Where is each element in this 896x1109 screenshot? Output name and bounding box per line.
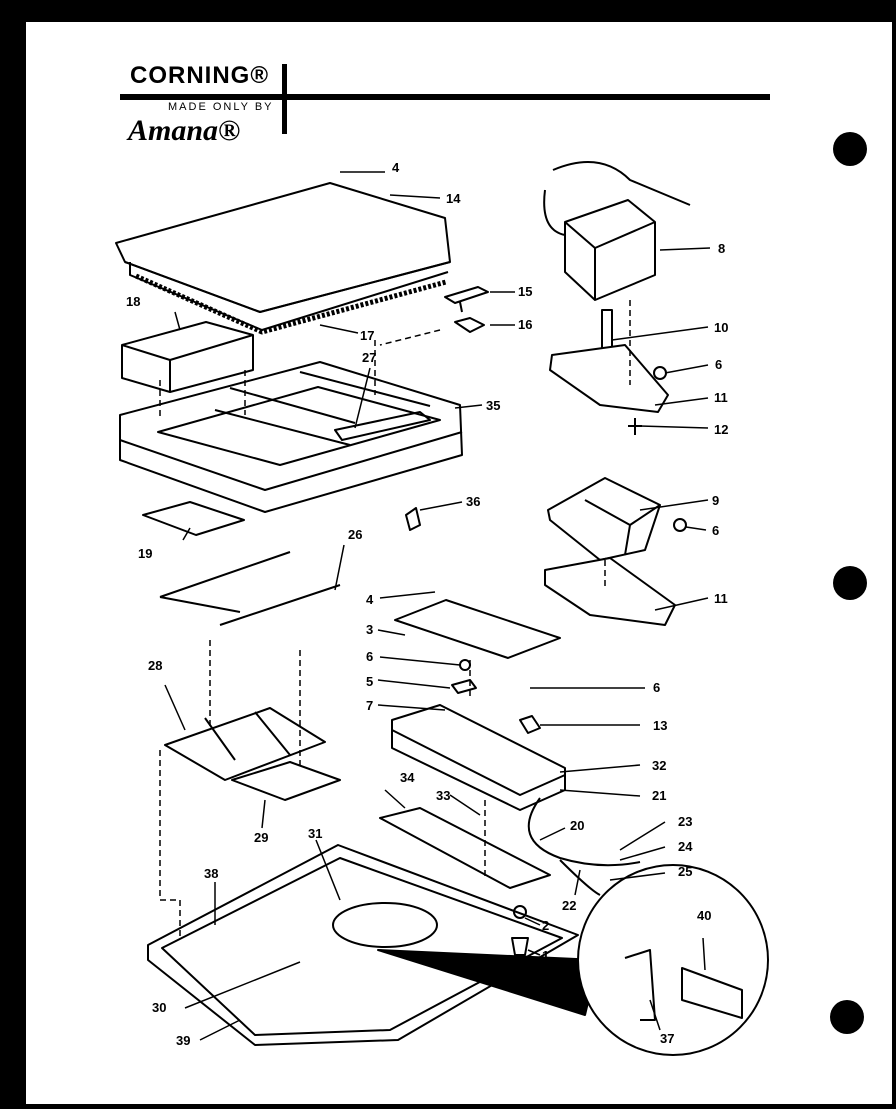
callout-17: 17 bbox=[360, 328, 374, 343]
callout-9: 9 bbox=[712, 493, 719, 508]
header-divider bbox=[282, 64, 287, 134]
callout-19: 19 bbox=[138, 546, 152, 561]
callout-20: 20 bbox=[570, 818, 584, 833]
callout-25: 25 bbox=[678, 864, 692, 879]
callout-6: 6 bbox=[653, 680, 660, 695]
callout-14: 14 bbox=[446, 191, 461, 206]
callout-10: 10 bbox=[714, 320, 728, 335]
callout-36: 36 bbox=[466, 494, 480, 509]
callout-35: 35 bbox=[486, 398, 500, 413]
callout-13: 13 bbox=[653, 718, 667, 733]
callout-30: 30 bbox=[152, 1000, 166, 1015]
callout-2: 2 bbox=[542, 918, 549, 933]
callout-7: 7 bbox=[366, 698, 373, 713]
callout-8: 8 bbox=[718, 241, 725, 256]
punch-hole bbox=[830, 1000, 864, 1034]
callout-6: 6 bbox=[715, 357, 722, 372]
callout-40: 40 bbox=[697, 908, 711, 923]
callout-21: 21 bbox=[652, 788, 666, 803]
callout-24: 24 bbox=[678, 839, 693, 854]
callout-11: 11 bbox=[714, 591, 728, 606]
callout-32: 32 bbox=[652, 758, 666, 773]
callout-37: 37 bbox=[660, 1031, 674, 1046]
header-rule bbox=[120, 94, 770, 100]
punch-hole bbox=[833, 566, 867, 600]
callout-16: 16 bbox=[518, 317, 532, 332]
brand-amana: Amana® bbox=[128, 114, 241, 147]
callout-15: 15 bbox=[518, 284, 532, 299]
callout-34: 34 bbox=[400, 770, 415, 785]
callout-6: 6 bbox=[712, 523, 719, 538]
callout-4: 4 bbox=[366, 592, 374, 607]
callout-4: 4 bbox=[392, 160, 400, 175]
callout-23: 23 bbox=[678, 814, 692, 829]
brand-corning: CORNING® bbox=[130, 62, 270, 89]
callout-11: 11 bbox=[714, 390, 728, 405]
callout-29: 29 bbox=[254, 830, 268, 845]
callout-5: 5 bbox=[366, 674, 373, 689]
punch-hole bbox=[833, 132, 867, 166]
callout-38: 38 bbox=[204, 866, 218, 881]
callout-6: 6 bbox=[366, 649, 373, 664]
callout-3: 3 bbox=[366, 622, 373, 637]
callout-28: 28 bbox=[148, 658, 162, 673]
callout-31: 31 bbox=[308, 826, 322, 841]
callout-33: 33 bbox=[436, 788, 450, 803]
callout-1: 1 bbox=[542, 948, 549, 963]
callout-22: 22 bbox=[562, 898, 576, 913]
callout-27: 27 bbox=[362, 350, 376, 365]
callout-18: 18 bbox=[126, 294, 140, 309]
made-by-text: MADE ONLY BY bbox=[168, 101, 274, 113]
callout-39: 39 bbox=[176, 1033, 190, 1048]
callout-12: 12 bbox=[714, 422, 728, 437]
callout-26: 26 bbox=[348, 527, 362, 542]
